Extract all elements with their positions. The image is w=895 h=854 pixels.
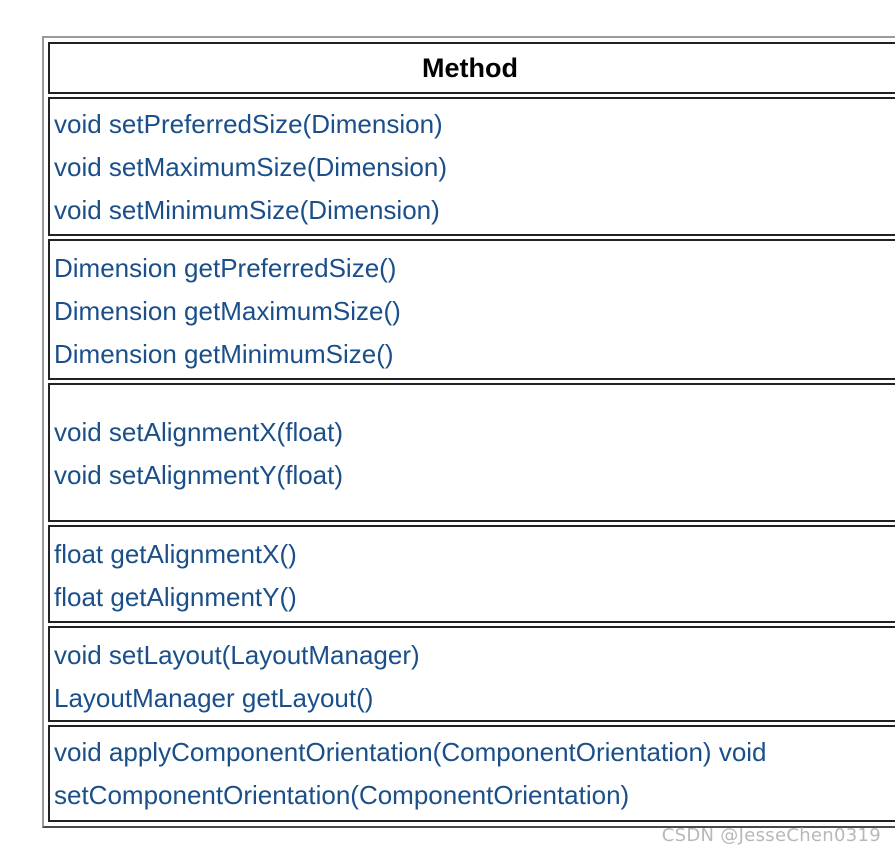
method-get-preferred-size: Dimension getPreferredSize() — [54, 253, 397, 283]
method-get-alignment-x: float getAlignmentX() — [54, 539, 297, 569]
watermark: CSDN @JesseChen0319 — [661, 825, 881, 846]
header-label: Method — [422, 53, 518, 83]
method-get-maximum-size: Dimension getMaximumSize() — [54, 296, 401, 326]
method-set-component-orientation: setComponentOrientation(ComponentOrienta… — [54, 780, 630, 810]
method-get-alignment-y: float getAlignmentY() — [54, 582, 297, 612]
method-apply-component-orientation: void applyComponentOrientation(Component… — [54, 737, 767, 767]
method-get-layout: LayoutManager getLayout() — [54, 683, 374, 713]
method-set-minimum-size: void setMinimumSize(Dimension) — [54, 195, 440, 225]
method-get-minimum-size: Dimension getMinimumSize() — [54, 339, 394, 369]
table-row: void setAlignmentX(float) void setAlignm… — [48, 383, 895, 522]
table-row: void setPreferredSize(Dimension) void se… — [48, 97, 895, 236]
method-set-preferred-size: void setPreferredSize(Dimension) — [54, 109, 443, 139]
method-set-layout: void setLayout(LayoutManager) — [54, 640, 420, 670]
method-table — [42, 36, 895, 828]
method-set-maximum-size: void setMaximumSize(Dimension) — [54, 152, 447, 182]
table-row: void applyComponentOrientation(Component… — [48, 725, 895, 822]
method-set-alignment-x: void setAlignmentX(float) — [54, 417, 344, 447]
table-row: Dimension getPreferredSize() Dimension g… — [48, 239, 895, 380]
table-row: float getAlignmentX() float getAlignment… — [48, 525, 895, 623]
method-set-alignment-y: void setAlignmentY(float) — [54, 460, 344, 490]
table-header: Method — [48, 42, 895, 94]
table-row: void setLayout(LayoutManager) LayoutMana… — [48, 626, 895, 722]
